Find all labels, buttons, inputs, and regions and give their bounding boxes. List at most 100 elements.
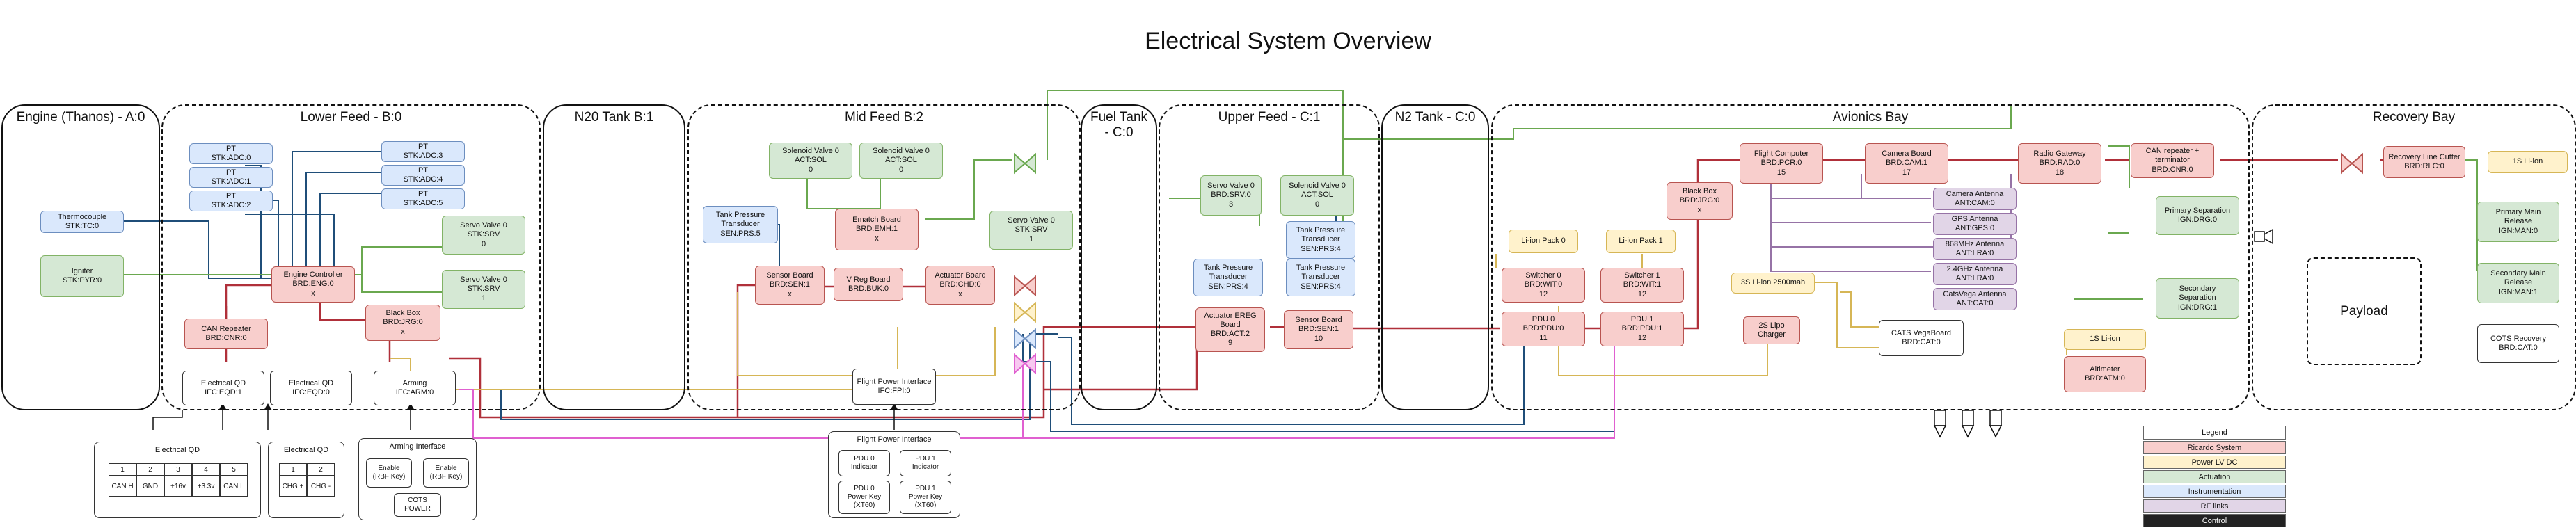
primary-separation-node[interactable]: Primary Separation IGN:DRG:0 bbox=[2156, 196, 2239, 235]
section-avionics: Avionics Bay bbox=[1491, 104, 2250, 410]
tank-pressure-node[interactable]: Tank Pressure Transducer SEN:PRS:4 bbox=[1193, 259, 1263, 296]
primary-main-release-node[interactable]: Primary Main Release IGN:MAN:0 bbox=[2477, 202, 2559, 242]
node-label: Electrical QD bbox=[288, 378, 334, 387]
tank-pressure-node[interactable]: Tank Pressure Transducer SEN:PRS:4 bbox=[1286, 221, 1355, 259]
li-ion-pack-node[interactable]: Li-ion Pack 1 bbox=[1606, 230, 1676, 253]
node-label: Board bbox=[1220, 320, 1241, 329]
igniter-node[interactable]: Igniter STK:PYR:0 bbox=[40, 255, 124, 297]
control-line bbox=[1023, 341, 1615, 439]
secondary-main-release-node[interactable]: Secondary Main Release IGN:MAN:1 bbox=[2477, 263, 2559, 303]
switcher-node[interactable]: Switcher 1 BRD:WIT:1 12 bbox=[1600, 268, 1684, 303]
altimeter-node[interactable]: Altimeter BRD:ATM:0 bbox=[2064, 356, 2146, 392]
actuator-board-node[interactable]: Actuator Board BRD:CHD:0 x bbox=[925, 266, 995, 305]
node-id: BRD:EMH:1 bbox=[856, 225, 898, 234]
electrical-qd-1-node[interactable]: Electrical QD IFC:EQD:1 bbox=[182, 371, 264, 405]
tank-pressure-node[interactable]: Tank Pressure Transducer SEN:PRS:5 bbox=[703, 206, 778, 243]
cots-recovery-node[interactable]: COTS Recovery BRD:CAT:0 bbox=[2477, 324, 2559, 363]
v-reg-board-node[interactable]: V Reg Board BRD:BUK:0 bbox=[834, 268, 903, 301]
node-label: Secondary Main bbox=[2490, 269, 2546, 278]
thermocouple-node[interactable]: Thermocouple STK:TC:0 bbox=[40, 211, 124, 233]
node-label: CAN repeater + bbox=[2145, 147, 2200, 156]
section-title: N2 Tank - C:0 bbox=[1394, 110, 1476, 125]
node-id: IFC:EQD:1 bbox=[205, 388, 242, 396]
engine-controller-node[interactable]: Engine Controller BRD:ENG:0 x bbox=[271, 266, 355, 303]
li-ion-pack-node[interactable]: Li-ion Pack 0 bbox=[1509, 230, 1578, 253]
cell-label: Power Key bbox=[847, 493, 882, 501]
radio-gateway-node[interactable]: Radio Gateway BRD:RAD:0 18 bbox=[2018, 143, 2101, 184]
cats-vegaboard-node[interactable]: CATS VegaBoard BRD:CAT:0 bbox=[1879, 320, 1964, 356]
actuation-line bbox=[925, 159, 1012, 220]
secondary-separation-node[interactable]: Secondary Separation IGN:DRG:1 bbox=[2156, 278, 2239, 319]
node-id: BRD:CAT:0 bbox=[2499, 344, 2538, 352]
868mhz-antenna-node[interactable]: 868MHz Antenna ANT:LRA:0 bbox=[1933, 238, 2017, 260]
servo-valve-node[interactable]: Servo Valve 0 STK:SRV 1 bbox=[442, 270, 525, 309]
node-label: Solenoid Valve 0 bbox=[1289, 182, 1346, 191]
flight-computer-node[interactable]: Flight Computer BRD:PCR:0 15 bbox=[1740, 143, 1823, 184]
recovery-line-cutter-node[interactable]: Recovery Line Cutter BRD:RLC:0 bbox=[2383, 146, 2465, 178]
camera-antenna-node[interactable]: Camera Antenna ANT:CAM:0 bbox=[1933, 188, 2017, 210]
solenoid-valve-node[interactable]: Solenoid Valve 0 ACT:SOL 0 bbox=[859, 143, 943, 179]
gps-antenna-node[interactable]: GPS Antenna ANT:GPS:0 bbox=[1933, 213, 2017, 235]
flight-power-interface-node[interactable]: Flight Power Interface IFC:FPI:0 bbox=[852, 369, 936, 405]
black-box-node[interactable]: Black Box BRD:JRG:0 x bbox=[1667, 182, 1733, 220]
electrical-qd-0-node[interactable]: Electrical QD IFC:EQD:0 bbox=[270, 371, 352, 405]
node-id: ANT:GPS:0 bbox=[1955, 224, 1995, 232]
pdu-node[interactable]: PDU 0 BRD:PDU:0 11 bbox=[1502, 312, 1585, 346]
2-4ghz-antenna-node[interactable]: 2.4GHz Antenna ANT:LRA:0 bbox=[1933, 263, 2017, 285]
li-ion-2500-node[interactable]: 3S Li-ion 2500mah bbox=[1731, 273, 1815, 294]
node-id: STK:ADC:3 bbox=[403, 152, 443, 160]
node-label: Servo Valve 0 bbox=[1008, 216, 1055, 225]
node-index: x bbox=[875, 234, 879, 243]
pin-label: CHG + bbox=[279, 476, 307, 497]
can-repeater-node[interactable]: CAN Repeater BRD:CNR:0 bbox=[184, 319, 268, 349]
cell-label: Enable bbox=[435, 465, 457, 472]
sensor-board-node[interactable]: Sensor Board BRD:SEN:1 x bbox=[755, 266, 825, 305]
node-index: 3 bbox=[1228, 200, 1234, 209]
node-label: Electrical QD bbox=[200, 378, 246, 387]
solenoid-valve-node[interactable]: Solenoid Valve 0 ACT:SOL 0 bbox=[769, 143, 852, 179]
power-lv-line bbox=[1809, 282, 1879, 348]
pdu-0-power-key[interactable]: PDU 0 Power Key (XT60) bbox=[838, 481, 890, 514]
enable-rbf-key-a[interactable]: Enable (RBF Key) bbox=[366, 458, 412, 488]
can-repeater-terminator-node[interactable]: CAN repeater + terminator BRD:CNR:0 bbox=[2131, 143, 2214, 178]
enable-rbf-key-b[interactable]: Enable (RBF Key) bbox=[423, 458, 469, 488]
sensor-board-node[interactable]: Sensor Board BRD:SEN:1 10 bbox=[1284, 310, 1353, 349]
node-label: 1S Li-ion bbox=[2512, 157, 2543, 166]
pdu-node[interactable]: PDU 1 BRD:PDU:1 12 bbox=[1600, 312, 1684, 346]
servo-valve-node[interactable]: Servo Valve 0 STK:SRV 1 bbox=[989, 211, 1073, 250]
ematch-board-node[interactable]: Ematch Board BRD:EMH:1 x bbox=[835, 209, 919, 250]
arming-node[interactable]: Arming IFC:ARM:0 bbox=[374, 371, 456, 405]
catsvega-antenna-node[interactable]: CatsVega Antenna ANT:CAT:0 bbox=[1933, 288, 2017, 310]
lipo-charger-node[interactable]: 2S Lipo Charger bbox=[1743, 316, 1800, 344]
cots-power-cell[interactable]: COTS POWER bbox=[394, 493, 441, 517]
node-id: ANT:LRA:0 bbox=[1955, 274, 1994, 282]
servo-valve-node[interactable]: Servo Valve 0 BRD:SRV:0 3 bbox=[1200, 175, 1262, 216]
black-box-node[interactable]: Black Box BRD:JRG:0 x bbox=[365, 305, 440, 341]
pin-label: +16v bbox=[164, 476, 192, 497]
cell-label: (RBF Key) bbox=[372, 473, 406, 481]
solenoid-valve-node[interactable]: Solenoid Valve 0 ACT:SOL 0 bbox=[1280, 175, 1354, 216]
node-label: Sensor Board bbox=[1295, 316, 1342, 325]
li-ion-1s-node[interactable]: 1S Li-ion bbox=[2064, 329, 2146, 350]
node-id: BRD:SRV:0 bbox=[1211, 191, 1251, 200]
camera-board-node[interactable]: Camera Board BRD:CAM:1 17 bbox=[1865, 143, 1948, 184]
tank-pressure-node[interactable]: Tank Pressure Transducer SEN:PRS:4 bbox=[1286, 259, 1355, 296]
actuator-ereg-board-node[interactable]: Actuator EREG Board BRD:ACT:2 9 bbox=[1195, 307, 1265, 352]
section-engine: Engine (Thanos) - A:0 bbox=[1, 104, 160, 410]
node-label: Tank Pressure bbox=[715, 211, 765, 220]
switcher-node[interactable]: Switcher 0 BRD:WIT:0 12 bbox=[1502, 268, 1585, 303]
node-index: x bbox=[958, 289, 962, 298]
pdu-1-power-key[interactable]: PDU 1 Power Key (XT60) bbox=[900, 481, 951, 514]
node-index: 0 bbox=[898, 165, 904, 174]
li-ion-1s-node[interactable]: 1S Li-ion bbox=[2488, 151, 2568, 173]
node-index: 0 bbox=[1314, 200, 1320, 209]
servo-valve-node[interactable]: Servo Valve 0 STK:SRV 0 bbox=[442, 216, 525, 255]
node-label: Ematch Board bbox=[852, 216, 901, 225]
cell-label: PDU 0 bbox=[854, 485, 875, 492]
